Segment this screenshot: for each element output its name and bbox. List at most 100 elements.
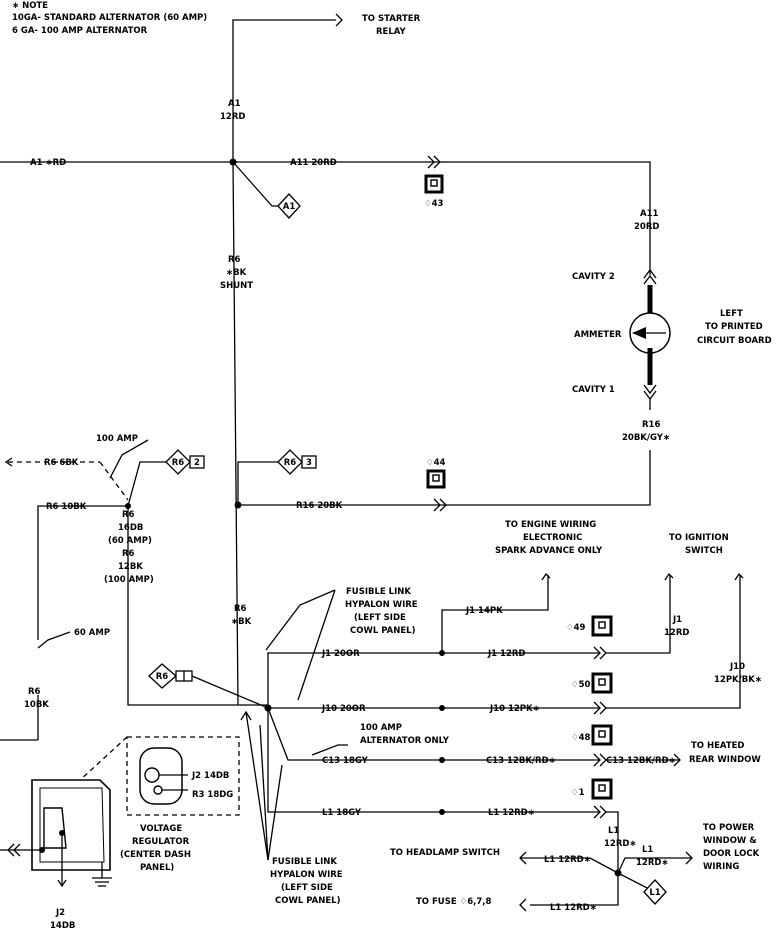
wire-label: TO HEADLAMP SWITCH: [390, 848, 500, 858]
wire-label: ♢1: [571, 788, 585, 798]
tag-a1: [277, 193, 301, 219]
wire-label: (60 AMP): [108, 536, 152, 546]
wire-label: COWL PANEL): [275, 896, 341, 906]
wire-label: 14DB: [50, 921, 75, 931]
wire-label: (CENTER DASH: [120, 850, 191, 860]
wire-label: J1 14PK: [465, 606, 503, 616]
wire-label: L1 12RD∗: [544, 855, 591, 865]
wire-label: COWL PANEL): [350, 626, 416, 636]
label-to-starter: TO STARTER: [362, 14, 421, 24]
wire-label: J1 20OR: [321, 649, 360, 659]
connector-1-icon: [591, 778, 613, 800]
wire-label: L1 12RD∗: [550, 903, 597, 913]
wire-label: SWITCH: [685, 546, 723, 556]
wire-label: R6: [156, 672, 169, 682]
wire-label: A1 ∗RD: [30, 158, 66, 168]
wire-label: J10 12PK∗: [489, 704, 540, 714]
wire-label: 12RD∗: [636, 858, 669, 868]
wire-label: PANEL): [140, 863, 174, 873]
wire-label: J2 14DB: [191, 771, 229, 781]
wire-label: ♢43: [424, 199, 444, 209]
wire-label: J1 12RD: [487, 649, 525, 659]
note-block: ∗ NOTE 10GA- STANDARD ALTERNATOR (60 AMP…: [12, 1, 207, 36]
wire-label: TO FUSE ♢6,7,8: [416, 897, 491, 907]
wire-label: TO IGNITION: [669, 533, 729, 543]
wire-r6-shunt: [232, 161, 239, 706]
wire-label: 100 AMP: [96, 434, 138, 444]
wire-label: R6: [172, 458, 185, 468]
wire-label: R6: [284, 458, 297, 468]
wire-label: 3: [306, 458, 312, 468]
wire-label: J10 20OR: [321, 704, 366, 714]
wire-label: R6: [122, 549, 135, 559]
wire-label: HYPALON WIRE: [270, 870, 343, 880]
wire-label: J2: [55, 908, 65, 918]
wire-label: L1 12RD∗: [488, 808, 535, 818]
wire-label: REGULATOR: [132, 837, 190, 847]
wire-label: REAR WINDOW: [689, 755, 761, 765]
wire-label: A11: [640, 209, 658, 219]
connector-44-icon: [426, 469, 446, 489]
wire-r16-20bk: [238, 450, 651, 506]
wire-label: 6 GA- 100 AMP ALTERNATOR: [12, 26, 148, 36]
wire-label: L1: [642, 845, 653, 855]
wire-label: ♢49: [566, 623, 586, 633]
wire-label: HYPALON WIRE: [345, 600, 418, 610]
wire-label: (100 AMP): [104, 575, 154, 585]
wire-label: R6 10BK: [46, 502, 87, 512]
wire-label: CAVITY 1: [572, 385, 615, 395]
wire-label: R16 20BK: [296, 501, 343, 511]
wire-label: SPARK ADVANCE ONLY: [495, 546, 603, 556]
wire-label: FUSIBLE LINK: [272, 857, 337, 867]
wire-label: R6: [28, 687, 41, 697]
wire-l1-18gy: [267, 708, 600, 813]
wire-label: VOLTAGE: [140, 824, 182, 834]
wire-label: WINDOW &: [703, 836, 757, 846]
wire-a1-to-starter: [232, 19, 336, 162]
wire-label: J1: [672, 615, 682, 625]
wire-label: RELAY: [376, 27, 407, 37]
wire-label: ∗BK: [231, 617, 252, 627]
wire-label: ∗ NOTE: [12, 1, 48, 11]
wire-label: L1: [649, 888, 660, 898]
wire-label: C13 12BK/RD∗: [606, 756, 676, 766]
wire-label: TO POWER: [703, 823, 755, 833]
connector-43-icon: [424, 174, 444, 194]
wire-label: 20RD: [634, 222, 659, 232]
wire-label: LEFT: [720, 309, 743, 319]
wire-r6-10bk: [37, 505, 128, 640]
wire-label: C13 12BK/RD∗: [486, 756, 556, 766]
wire-label: ♢44: [426, 458, 446, 468]
wire-label: (LEFT SIDE: [281, 883, 333, 893]
wire-label: ∗BK: [226, 268, 247, 278]
wire-label: R6: [234, 604, 247, 614]
wire-label: FUSIBLE LINK: [346, 587, 411, 597]
wire-label: ALTERNATOR ONLY: [360, 736, 450, 746]
wire-label: C13 18GY: [322, 756, 369, 766]
wire-label: TO PRINTED: [705, 322, 763, 332]
wire-label: CIRCUIT BOARD: [697, 336, 772, 346]
wire-label: 100 AMP: [360, 723, 402, 733]
wire-label: CAVITY 2: [572, 272, 615, 282]
wire-label: R6 6BK: [44, 458, 79, 468]
wire-label: R3 18DG: [192, 790, 233, 800]
wire-j1-20or: [267, 652, 600, 708]
wire-label: L1: [608, 826, 619, 836]
connector-50-icon: [591, 672, 613, 694]
wire-label: 10GA- STANDARD ALTERNATOR (60 AMP): [12, 13, 207, 23]
wire-label: 2: [194, 458, 200, 468]
wire-a11-20rd: [233, 161, 651, 275]
wire-label: R16: [642, 420, 660, 430]
wire-label: R6: [228, 255, 241, 265]
wire-label: J10: [729, 662, 745, 672]
label-ammeter: AMMETER: [574, 330, 622, 340]
wire-label: DOOR LOCK: [703, 849, 760, 859]
wire-label: 16DB: [118, 523, 143, 533]
wire-label: 10BK: [24, 700, 49, 710]
wire-label: 12BK: [118, 562, 143, 572]
wire-label: TO ENGINE WIRING: [505, 520, 596, 530]
wire-label: ♢48: [571, 733, 591, 743]
wire-label: ELECTRONIC: [523, 533, 582, 543]
wire-label: 60 AMP: [74, 628, 110, 638]
